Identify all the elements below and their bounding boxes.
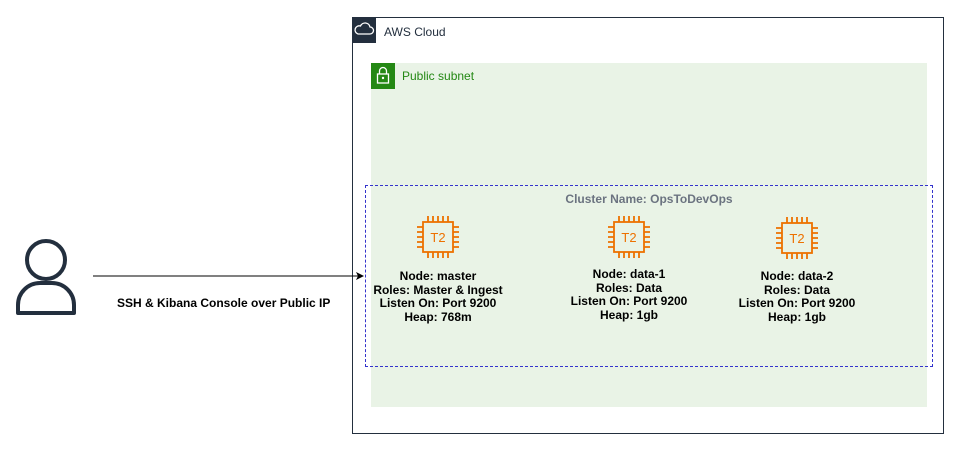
public-subnet-label: Public subnet: [402, 69, 475, 83]
node-master-details: Node: master Roles: Master & Ingest List…: [368, 269, 508, 324]
instance-type-label: T2: [430, 230, 445, 245]
node-heap: Heap: 1gb: [599, 307, 658, 322]
cloud-icon: [354, 22, 375, 35]
cluster-group: [365, 185, 933, 367]
aws-cloud-group: [352, 17, 944, 434]
node-name: Node: data-2: [760, 269, 834, 283]
node-heap: Heap: 1gb: [767, 309, 826, 324]
node-listen: Listen On: Port 9200: [379, 296, 497, 310]
node-heap: Heap: 768m: [404, 309, 472, 324]
node-data-1-details: Node: data-1 Roles: Data Listen On: Port…: [559, 267, 699, 322]
ec2-instance-icon: T2: [605, 213, 653, 261]
node-listen: Listen On: Port 9200: [570, 294, 688, 308]
ec2-instance-icon: T2: [414, 213, 462, 261]
instance-type-label: T2: [621, 230, 636, 245]
public-subnet-group: [371, 63, 927, 407]
instance-type-label: T2: [789, 231, 804, 246]
node-roles: Roles: Master & Ingest: [373, 282, 503, 297]
subnet-badge: [371, 63, 395, 89]
node-listen: Listen On: Port 9200: [738, 296, 856, 310]
user-icon: [14, 236, 78, 316]
node-roles: Roles: Data: [763, 282, 831, 297]
node-name: Node: data-1: [592, 267, 666, 281]
ec2-instance-icon: T2: [773, 214, 821, 262]
cluster-title: Cluster Name: OpsToDevOps: [565, 192, 733, 206]
lock-icon: [376, 66, 390, 84]
node-roles: Roles: Data: [595, 280, 663, 295]
aws-cloud-label: AWS Cloud: [384, 25, 446, 39]
cloud-badge: [352, 17, 376, 43]
connection-label: SSH & Kibana Console over Public IP: [117, 296, 331, 310]
node-data-2-details: Node: data-2 Roles: Data Listen On: Port…: [727, 269, 867, 324]
node-name: Node: master: [399, 269, 477, 283]
